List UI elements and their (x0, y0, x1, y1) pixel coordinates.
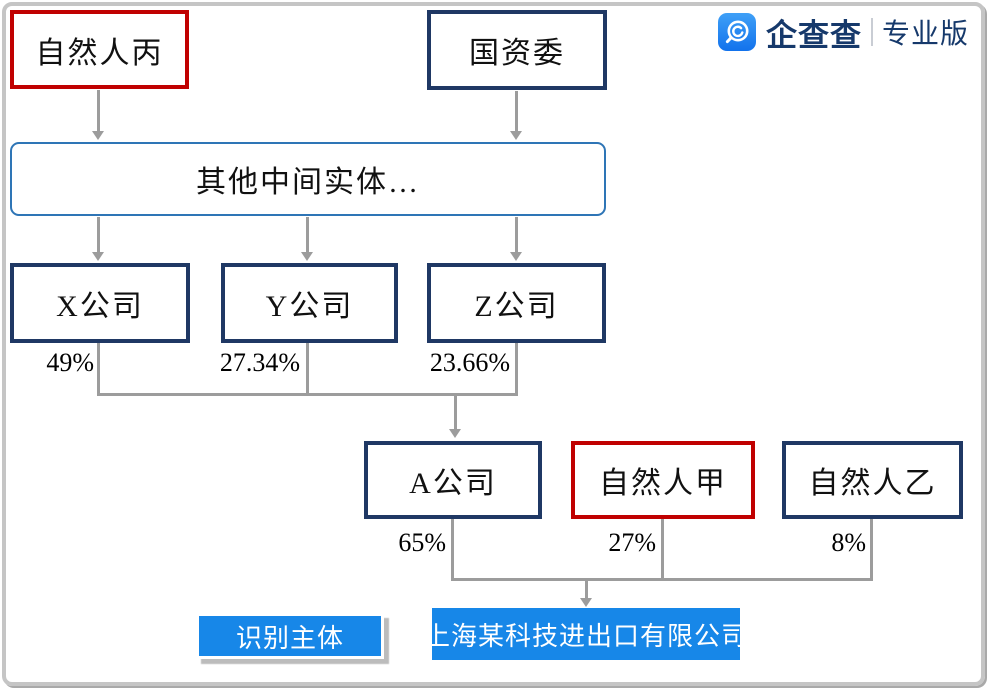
connector-intermediate-z (515, 217, 518, 253)
arrowhead-target (580, 598, 592, 607)
connector-personc-down (97, 90, 100, 132)
connector-y-down (306, 343, 309, 396)
arrowhead-x (92, 252, 104, 261)
node-target-company: 上海某科技进出口有限公司 (424, 608, 747, 660)
node-natural-person-a: 自然人甲 (571, 441, 755, 519)
node-company-x: X公司 (10, 263, 190, 343)
node-other-intermediate-entities: 其他中间实体… (10, 142, 606, 216)
connector-z-down (515, 343, 518, 396)
connector-merge-row1 (97, 393, 518, 396)
legend-identify-subject: 识别主体 (196, 613, 384, 659)
arrowhead-z (510, 252, 522, 261)
qichacha-brand: 企查查 专业版 (717, 10, 969, 54)
connector-a-down (451, 519, 454, 581)
brand-edition: 专业版 (881, 18, 969, 49)
share-label-z-to-a: 23.66% (429, 348, 510, 377)
node-natural-person-b: 自然人乙 (782, 441, 963, 519)
connector-intermediate-x (97, 217, 100, 253)
connector-merge-row2 (451, 578, 873, 581)
qichacha-logo-icon (717, 13, 756, 51)
share-label-a-to-target: 65% (398, 528, 446, 557)
share-label-personb-to-target: 8% (831, 528, 866, 557)
connector-x-down (97, 343, 100, 396)
connector-persona-down (661, 519, 664, 581)
node-company-z: Z公司 (427, 263, 606, 343)
node-natural-person-c: 自然人丙 (10, 10, 189, 89)
share-label-persona-to-target: 27% (608, 528, 656, 557)
node-sasac: 国资委 (427, 10, 607, 90)
arrowhead-y (301, 252, 313, 261)
connector-sasac-down (515, 91, 518, 132)
connector-intermediate-y (306, 217, 309, 253)
arrowhead-sasac (510, 131, 522, 140)
brand-name: 企查查 (765, 17, 862, 53)
connector-to-company-a (454, 396, 457, 430)
arrowhead-personc (92, 131, 104, 140)
connector-personb-down (870, 519, 873, 581)
share-label-y-to-a: 27.34% (219, 348, 300, 377)
share-label-x-to-a: 49% (46, 348, 94, 377)
node-company-y: Y公司 (221, 263, 398, 343)
node-company-a: A公司 (364, 441, 542, 519)
connector-to-target (585, 581, 588, 599)
brand-divider (870, 18, 873, 46)
arrowhead-company-a (449, 429, 461, 438)
